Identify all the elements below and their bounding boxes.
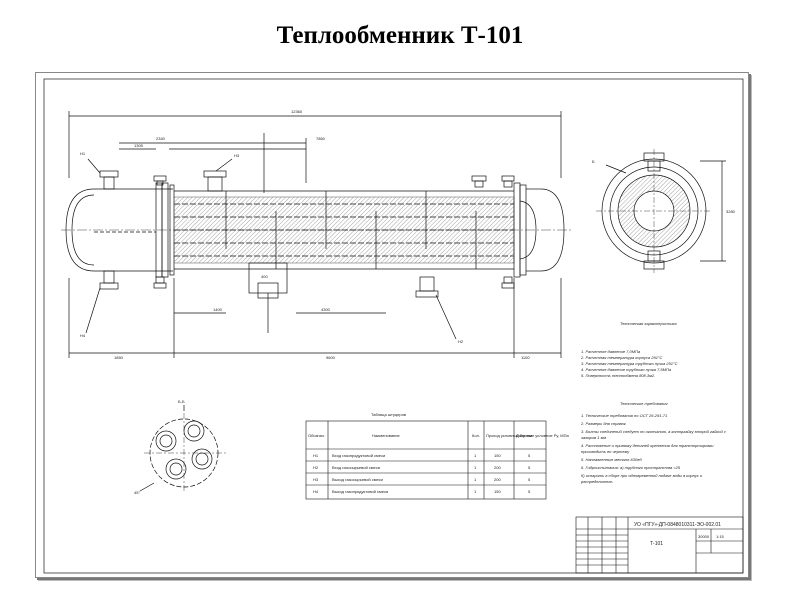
spec-item: 4. Расчетное давление трубного пучка 7,5… bbox=[581, 367, 672, 372]
table-header-cell: Обознач. bbox=[308, 433, 325, 438]
table-cell: Вход газопродуктовой смеси bbox=[332, 453, 385, 458]
table-cell: Н3 bbox=[313, 477, 319, 482]
vessel-side-view bbox=[61, 111, 571, 358]
table-cell: Выход газопродуктовой смеси bbox=[332, 489, 388, 494]
label-view-b: Б-Б bbox=[178, 399, 185, 404]
dim-4300: 4300 bbox=[321, 307, 331, 312]
table-cell: 5 bbox=[528, 477, 531, 482]
table-cell: Н4 bbox=[313, 489, 319, 494]
dim-400: 400 bbox=[261, 274, 268, 279]
table-cell: Вход газосырьевой смеси bbox=[332, 465, 380, 470]
dim-7860: 7860 bbox=[316, 136, 326, 141]
dim-1850: 1850 bbox=[114, 355, 124, 360]
table-cell: 150 bbox=[494, 489, 501, 494]
spec-title: Техническая характеристика bbox=[620, 321, 677, 326]
table-header-cell: Давление условное Ру, МПа bbox=[516, 433, 569, 438]
req-item: производить по чертежу bbox=[581, 449, 630, 454]
req-list: 1. Технические требования по ОСТ 26-291-… bbox=[580, 413, 726, 484]
nozzle-layout-view bbox=[139, 405, 226, 493]
table-cell: Выход газосырьевой смеси bbox=[332, 477, 383, 482]
nozzle-table-header: Обознач. Наименование Кол. Проход условн… bbox=[308, 433, 569, 438]
req-item: 5. Наплавленные металл-630ед bbox=[581, 457, 642, 462]
spec-list: 1. Расчетное давление 7,0МПа 2. Расчетна… bbox=[580, 349, 678, 378]
table-cell: Н2 bbox=[313, 465, 319, 470]
title-block-code: УО «ПГУ»-ДП-0848010311-ЭО-002.01 bbox=[634, 522, 721, 528]
table-cell: 1 bbox=[474, 477, 477, 482]
label-view-a: Б bbox=[592, 159, 595, 164]
table-cell: 150 bbox=[494, 453, 501, 458]
spec-item: 2. Расчетная температура корпуса 291°С bbox=[580, 355, 663, 360]
table-cell: 1 bbox=[474, 465, 477, 470]
table-header-cell: Наименование bbox=[372, 433, 401, 438]
req-item: 6. Гидроиспытания: а) трубного пространс… bbox=[581, 465, 681, 470]
drawing-canvas: 12360 2340 1305 7860 1400 4300 1850 9600… bbox=[43, 78, 744, 574]
table-header-cell: Проход условный Dу, мм bbox=[486, 433, 532, 438]
table-cell: 1 bbox=[474, 453, 477, 458]
table-cell: 200 bbox=[494, 477, 501, 482]
table-cell: 200 bbox=[494, 465, 501, 470]
table-cell: 5 bbox=[528, 453, 531, 458]
req-item: 4. Распложение и привязку деталей крепле… bbox=[581, 443, 714, 448]
table-row: Н1 Вход газопродуктовой смеси 1 150 5 bbox=[313, 453, 531, 458]
title-block-scale: 1:15 bbox=[716, 534, 725, 539]
slide-title: Теплообменник Т-101 bbox=[276, 22, 524, 49]
title-block-name: Т-101 bbox=[650, 541, 663, 547]
title-block-mass: 30000 bbox=[698, 534, 710, 539]
dim-9600: 9600 bbox=[326, 355, 336, 360]
spec-item: 3. Расчетная температура трубного пучка … bbox=[581, 361, 678, 366]
table-header-cell: Кол. bbox=[472, 433, 480, 438]
nozzle-table bbox=[305, 420, 547, 500]
req-item: зазором 1 мм bbox=[580, 435, 606, 440]
req-title: Технические требования bbox=[620, 401, 668, 406]
nozzle-label-n2: Н2 bbox=[458, 339, 464, 344]
dim-1305: 1305 bbox=[134, 143, 144, 148]
nozzle-label-n3: Н3 bbox=[234, 153, 240, 158]
req-item: б) испарить в сборе при одновременной по… bbox=[581, 473, 703, 478]
dim-2340: 2340 bbox=[156, 136, 166, 141]
table-row: Н4 Выход газопродуктовой смеси 1 150 5 bbox=[313, 489, 531, 494]
spec-item: 5. Поверхность теплообмена 808,3м2. bbox=[581, 373, 655, 378]
section-view bbox=[596, 149, 726, 273]
drawing-sheet: 12360 2340 1305 7860 1400 4300 1850 9600… bbox=[35, 72, 749, 578]
nozzle-table-title: Таблица штуцеров bbox=[371, 412, 406, 417]
table-cell: 1 bbox=[474, 489, 477, 494]
dim-overall: 12360 bbox=[291, 109, 303, 114]
nozzle-label-n1: Н1 bbox=[80, 151, 86, 156]
table-row: Н3 Выход газосырьевой смеси 1 200 5 bbox=[313, 477, 531, 482]
req-item: 2. Размеры для справок bbox=[580, 421, 627, 426]
table-cell: 5 bbox=[528, 489, 531, 494]
dim-1400: 1400 bbox=[213, 307, 223, 312]
label-view-c: 45° bbox=[134, 490, 140, 495]
req-item: распределитель bbox=[580, 479, 613, 484]
req-item: 1. Технические требования по ОСТ 26-291-… bbox=[581, 413, 667, 418]
req-item: 3. Болты соединений следует по окончанию… bbox=[581, 429, 726, 434]
table-row: Н2 Вход газосырьевой смеси 1 200 5 bbox=[313, 465, 531, 470]
nozzle-label-n4: Н4 bbox=[80, 333, 86, 338]
title-block bbox=[575, 516, 744, 574]
dim-side: 3280 bbox=[726, 209, 736, 214]
spec-item: 1. Расчетное давление 7,0МПа bbox=[581, 349, 641, 354]
drawing-frame bbox=[43, 78, 744, 574]
dim-1100: 1100 bbox=[521, 355, 530, 360]
table-cell: 5 bbox=[528, 465, 531, 470]
table-cell: Н1 bbox=[313, 453, 319, 458]
